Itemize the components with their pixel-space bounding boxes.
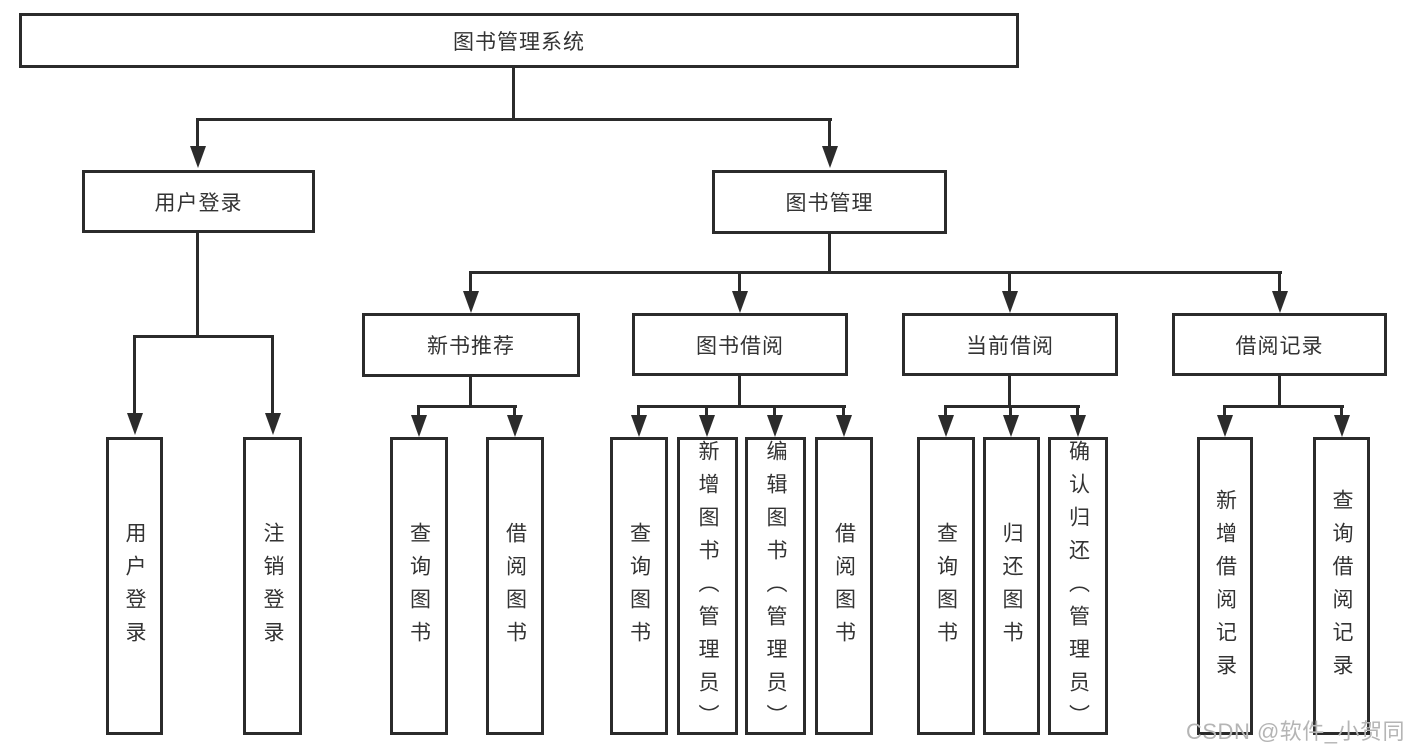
connector-line [469, 377, 472, 405]
node-current-borrowing: 当前借阅 [902, 313, 1118, 376]
connector-line [738, 271, 741, 293]
connector-line [133, 335, 136, 415]
node-borrowing-records: 借阅记录 [1172, 313, 1387, 376]
connector-line [944, 405, 947, 417]
connector-line [196, 233, 199, 335]
arrowhead-down [507, 415, 523, 437]
arrowhead-down [699, 415, 715, 437]
connector-line [1223, 405, 1226, 417]
node-label: 借阅图书 [503, 522, 527, 654]
node-label: 确认归还（管理员） [1066, 439, 1090, 737]
connector-line [469, 271, 472, 293]
node-label: 查询图书 [627, 522, 651, 654]
node-label: 查询借阅记录 [1330, 489, 1353, 687]
csdn-watermark: CSDN @软件_小贺同学 [1186, 719, 1405, 744]
node-label: 新增借阅记录 [1213, 489, 1237, 687]
connector-line [637, 405, 640, 417]
connector-line [1223, 405, 1344, 408]
connector-line [1009, 405, 1012, 417]
leaf-logout: 注销登录 [243, 437, 302, 735]
arrowhead-down [1070, 415, 1086, 437]
node-label: 借阅图书 [832, 522, 856, 654]
connector-line [1340, 405, 1343, 417]
arrowhead-down [631, 415, 647, 437]
arrowhead-down [1003, 415, 1019, 437]
leaf-add-books-admin: 新增图书（管理员） [677, 437, 738, 737]
arrowhead-down [1217, 415, 1233, 437]
node-label: 归还图书 [1000, 522, 1023, 654]
leaf-borrow-books-borrowing: 借阅图书 [815, 437, 873, 735]
connector-line [469, 271, 1282, 274]
leaf-add-borrow-record: 新增借阅记录 [1197, 437, 1253, 735]
node-label: 用户登录 [123, 522, 146, 654]
connector-line [705, 405, 708, 417]
arrowhead-down [767, 415, 783, 437]
connector-line [512, 68, 515, 118]
connector-line [738, 376, 741, 405]
arrowhead-down [732, 291, 748, 313]
connector-line [1008, 376, 1011, 405]
node-label: 查询图书 [934, 522, 958, 654]
connector-line [1278, 271, 1281, 293]
connector-line [417, 405, 517, 408]
connector-line [417, 405, 420, 417]
node-label: 查询图书 [407, 522, 431, 654]
connector-line [271, 335, 274, 415]
node-book-management: 图书管理 [712, 170, 947, 234]
connector-line [773, 405, 776, 417]
node-label: 新增图书（管理员） [696, 439, 719, 737]
arrowhead-down [1002, 291, 1018, 313]
connector-line [513, 405, 516, 417]
connector-line [1008, 271, 1011, 293]
leaf-query-books-recommend: 查询图书 [390, 437, 448, 735]
node-label: 新书推荐 [427, 335, 515, 358]
leaf-user-login: 用户登录 [106, 437, 163, 735]
node-label: 图书借阅 [696, 334, 784, 358]
node-label: 图书管理 [785, 192, 874, 215]
arrowhead-down [265, 413, 281, 435]
connector-line [1278, 376, 1281, 405]
connector-line [196, 118, 199, 148]
arrowhead-down [1272, 291, 1288, 313]
leaf-query-books-borrowing: 查询图书 [610, 437, 668, 735]
node-new-book-recommendation: 新书推荐 [362, 313, 580, 377]
leaf-edit-books-admin: 编辑图书（管理员） [745, 437, 806, 737]
arrowhead-down [938, 415, 954, 437]
node-library-management-system: 图书管理系统 [19, 13, 1019, 68]
connector-line [196, 118, 832, 121]
leaf-return-books: 归还图书 [983, 437, 1040, 735]
connector-line [828, 234, 831, 271]
node-label: 用户登录 [154, 191, 243, 215]
connector-line [944, 405, 1080, 408]
arrowhead-down [127, 413, 143, 435]
arrowhead-down [836, 415, 852, 437]
connector-line [133, 335, 274, 338]
arrowhead-down [1334, 415, 1350, 437]
connector-line [828, 118, 831, 148]
leaf-confirm-return-admin: 确认归还（管理员） [1048, 437, 1108, 737]
node-label: 借阅记录 [1235, 334, 1324, 358]
leaf-query-books-current: 查询图书 [917, 437, 975, 735]
connector-line [842, 405, 845, 417]
arrowhead-down [463, 291, 479, 313]
arrowhead-down [411, 415, 427, 437]
node-label: 图书管理系统 [453, 30, 585, 54]
node-label: 注销登录 [261, 522, 284, 654]
node-user-login: 用户登录 [82, 170, 315, 233]
leaf-borrow-books-recommend: 借阅图书 [486, 437, 544, 735]
arrowhead-down [190, 146, 206, 168]
node-book-borrowing: 图书借阅 [632, 313, 848, 376]
node-label: 编辑图书（管理员） [764, 439, 787, 737]
leaf-query-borrow-record: 查询借阅记录 [1313, 437, 1370, 735]
connector-line [637, 405, 846, 408]
arrowhead-down [822, 146, 838, 168]
connector-line [1076, 405, 1079, 417]
node-label: 当前借阅 [966, 334, 1054, 358]
